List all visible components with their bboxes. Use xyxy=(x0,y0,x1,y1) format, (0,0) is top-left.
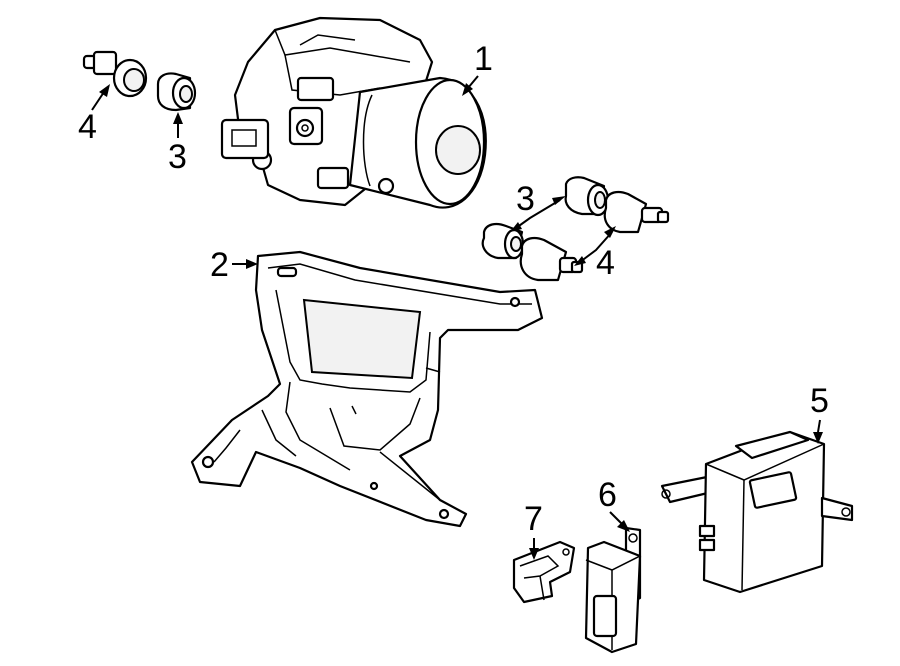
callout-5-label: 5 xyxy=(810,382,829,420)
callout-4-right: 4 xyxy=(574,226,616,282)
callout-3-right-label: 3 xyxy=(516,180,535,218)
callout-6: 6 xyxy=(598,476,630,532)
bushing-right-lower xyxy=(481,222,525,260)
callout-2: 2 xyxy=(210,246,258,284)
callout-7: 7 xyxy=(524,500,543,560)
callout-1: 1 xyxy=(462,40,493,96)
grommet-left xyxy=(82,50,148,98)
callout-4-right-label: 4 xyxy=(596,244,615,282)
relay xyxy=(584,526,642,654)
callout-4-left-label: 4 xyxy=(78,108,97,146)
control-module xyxy=(660,430,854,594)
callout-4-left: 4 xyxy=(78,84,110,146)
grommet-right-lower xyxy=(519,236,584,282)
callout-6-label: 6 xyxy=(598,476,617,514)
clip xyxy=(512,540,576,604)
callout-5: 5 xyxy=(810,382,829,444)
callout-3-left: 3 xyxy=(168,112,187,176)
callout-7-label: 7 xyxy=(524,500,543,538)
callout-2-label: 2 xyxy=(210,246,229,284)
callout-3-left-label: 3 xyxy=(168,138,187,176)
bushing-left xyxy=(156,72,197,112)
bushing-right-upper xyxy=(564,176,610,217)
abs-hydraulic-unit xyxy=(220,16,487,209)
callout-1-label: 1 xyxy=(474,40,493,78)
mounting-bracket xyxy=(190,250,544,528)
grommet-right-upper xyxy=(603,190,670,234)
callout-3-right: 3 xyxy=(510,180,566,232)
